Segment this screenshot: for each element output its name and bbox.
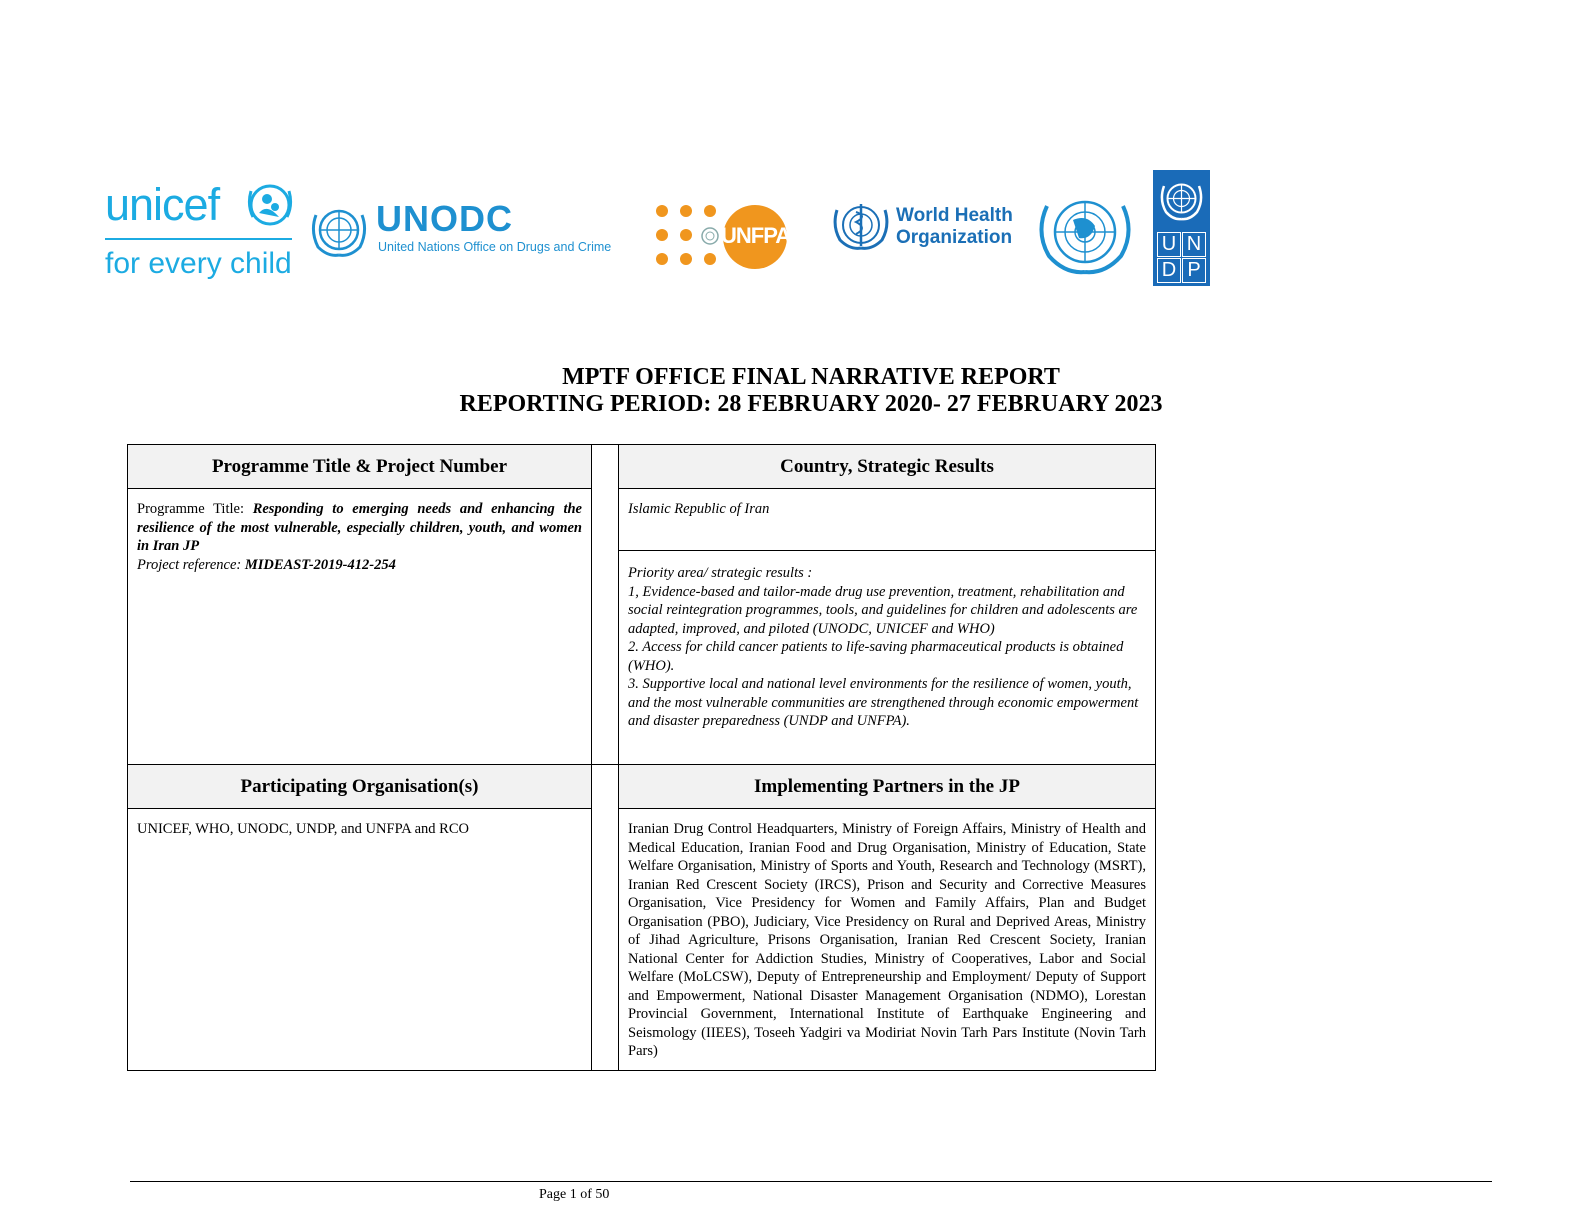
- priority-item-3: 3. Supportive local and national level e…: [628, 676, 1139, 729]
- header-country: Country, Strategic Results: [618, 444, 1156, 489]
- footer-divider: [130, 1181, 1492, 1182]
- participating-orgs-cell: UNICEF, WHO, UNODC, UNDP, and UNFPA and …: [127, 808, 592, 1071]
- table-spacer-column: [591, 764, 619, 1071]
- unfpa-logo-word: UNFPA: [721, 223, 791, 248]
- header-participating-orgs: Participating Organisation(s): [127, 764, 592, 809]
- project-reference-label: Project reference:: [137, 556, 245, 573]
- undp-emblem-icon: [1160, 183, 1203, 221]
- unicef-tagline: for every child: [105, 247, 292, 280]
- implementing-partners-cell: Iranian Drug Control Headquarters, Minis…: [618, 808, 1156, 1071]
- who-emblem-icon: [833, 204, 889, 250]
- country-cell: Islamic Republic of Iran: [618, 488, 1156, 551]
- unfpa-circle: [723, 205, 787, 269]
- unicef-divider: [105, 238, 292, 240]
- unfpa-un-emblem-icon: [701, 227, 719, 245]
- unodc-emblem-icon: [311, 209, 367, 257]
- priority-heading: Priority area/ strategic results :: [628, 565, 813, 581]
- unodc-subtitle: United Nations Office on Drugs and Crime: [378, 240, 612, 254]
- who-line1: World Health: [896, 205, 1013, 226]
- header-implementing-partners: Implementing Partners in the JP: [618, 764, 1156, 809]
- implementing-partners-text: Iranian Drug Control Headquarters, Minis…: [628, 821, 1146, 1059]
- table-spacer-column: [591, 444, 619, 765]
- country-name: Islamic Republic of Iran: [628, 501, 770, 517]
- reporting-period: REPORTING PERIOD: 28 FEBRUARY 2020- 27 F…: [459, 391, 1163, 417]
- programme-title-label: Programme Title:: [137, 501, 253, 517]
- undp-letter-n: N: [1182, 232, 1206, 257]
- programme-title-cell: Programme Title: Responding to emerging …: [127, 488, 592, 765]
- who-line2: Organization: [896, 227, 1013, 248]
- header-programme-title: Programme Title & Project Number: [127, 444, 592, 489]
- participating-orgs-text: UNICEF, WHO, UNODC, UNDP, and UNFPA and …: [137, 821, 469, 837]
- programme-title-value: Responding to emerging needs and enhanci…: [137, 501, 582, 554]
- undp-letter-d: D: [1157, 258, 1181, 283]
- project-reference-value: MIDEAST-2019-412-254: [244, 556, 396, 573]
- undp-letter-u: U: [1157, 232, 1181, 257]
- priority-item-2: 2. Access for child cancer patients to l…: [628, 639, 1124, 674]
- undp-letter-p: P: [1182, 258, 1206, 283]
- unodc-logo-word: UNODC: [376, 198, 513, 239]
- page-number: Page 1 of 50: [539, 1187, 610, 1202]
- who-logo-word: World Health Organization: [896, 205, 1013, 249]
- un-emblem-icon: [1039, 200, 1131, 275]
- strategic-results-cell: Priority area/ strategic results : 1, Ev…: [618, 550, 1156, 765]
- priority-item-1: 1, Evidence-based and tailor-made drug u…: [628, 583, 1138, 637]
- unicef-logo-word: unicef: [105, 179, 220, 230]
- unfpa-dots-icon: [656, 205, 716, 265]
- report-title: MPTF OFFICE FINAL NARRATIVE REPORT: [562, 364, 1060, 390]
- unicef-emblem-icon: [247, 184, 293, 226]
